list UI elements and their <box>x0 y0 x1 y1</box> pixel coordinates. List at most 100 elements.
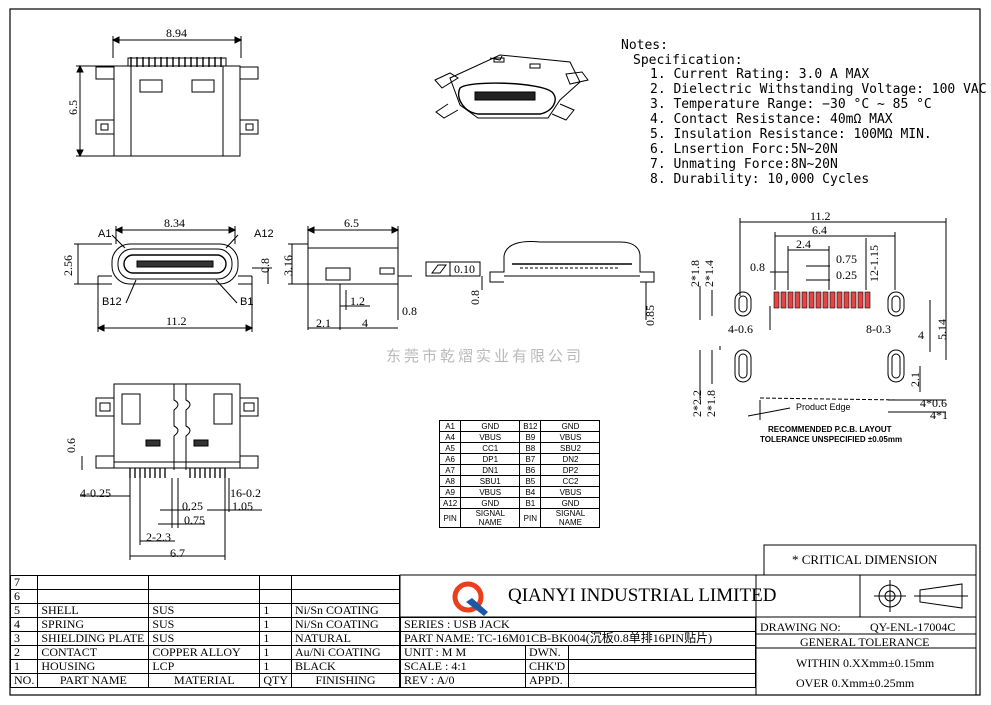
tolerance-line: WITHIN 0.XXmm±0.15mm <box>796 656 935 670</box>
pin-label: B1 <box>240 296 254 308</box>
table-row: SERIES : USB JACK <box>400 617 756 632</box>
dwn-value <box>568 645 756 660</box>
table-cell: SHIELDING PLATE <box>37 631 150 646</box>
table-cell: NATURAL <box>291 631 400 646</box>
bottom-view <box>80 383 262 560</box>
table-header: QTY <box>259 673 293 688</box>
table-cell: 3 <box>9 631 39 646</box>
table-cell: GND <box>540 420 601 432</box>
table-header: PIN <box>519 508 542 528</box>
table-cell: A12 <box>438 497 462 509</box>
spec-item: 8. Durability: 10,000 Cycles <box>650 172 870 187</box>
table-cell: 7 <box>9 575 39 590</box>
scale-field: SCALE : 4:1 <box>400 659 526 674</box>
part-name-field: PART NAME: TC-16M01CB-BK004(沉板0.8单排16PIN… <box>400 631 756 646</box>
table-cell: 5 <box>9 603 39 618</box>
table-cell: B7 <box>519 453 542 465</box>
dim-label: 4*0.6 <box>920 396 947 410</box>
table-cell <box>259 575 293 590</box>
table-cell <box>291 575 400 590</box>
tolerance-line: OVER 0.Xmm±0.25mm <box>796 676 915 690</box>
dim-label: 8.34 <box>164 216 185 230</box>
table-cell: COPPER ALLOY <box>148 645 261 660</box>
dim-label: 0.8 <box>402 304 417 318</box>
table-cell: GND <box>460 497 521 509</box>
table-cell: 6 <box>9 589 39 604</box>
dim-label: 2*2.2 <box>690 390 704 417</box>
table-cell: B12 <box>519 420 542 432</box>
table-header: FINISHING <box>291 673 400 688</box>
dim-label: 0.6 <box>64 438 78 453</box>
pcb-layout-title: RECOMMENDED P.C.B. LAYOUT <box>768 425 892 434</box>
dim-label: 0.8 <box>750 260 765 274</box>
spec-item: 4. Contact Resistance: 40mΩ MAX <box>650 112 893 127</box>
table-cell: 1 <box>9 659 39 674</box>
table-cell: 1 <box>259 617 293 632</box>
logo <box>452 581 488 616</box>
dim-label: 0.25 <box>182 499 203 513</box>
table-cell: A4 <box>438 431 462 443</box>
table-cell: GND <box>540 497 601 509</box>
table-cell: VBUS <box>460 431 521 443</box>
table-header: PART NAME <box>37 673 150 688</box>
dim-label: 0.8 <box>258 258 272 273</box>
dim-label: 0.25 <box>836 268 857 282</box>
drawing-no-value: QY-ENL-17004C <box>870 620 956 634</box>
table-cell: SUS <box>148 631 261 646</box>
pin-label: A1 <box>98 228 112 240</box>
drawing-no-label: DRAWING NO: <box>760 620 841 634</box>
table-row: 7 <box>9 575 400 590</box>
title-block-frame <box>399 544 977 696</box>
pin-label: A12 <box>254 228 274 240</box>
dim-label: 4 <box>362 316 368 330</box>
table-cell: A7 <box>438 464 462 476</box>
table-cell <box>259 589 293 604</box>
notes-subheading: Specification: <box>633 53 743 68</box>
table-cell <box>148 575 261 590</box>
table-cell: DN2 <box>540 453 601 465</box>
top-view <box>76 36 259 158</box>
company-watermark: 东莞市乾熠实业有限公司 <box>386 347 585 365</box>
spec-item: 5. Insulation Resistance: 100MΩ MIN. <box>650 127 932 142</box>
series-field: SERIES : USB JACK <box>400 617 756 632</box>
dim-label: 3.16 <box>281 255 295 276</box>
table-cell <box>291 589 400 604</box>
dim-label: 6.5 <box>66 100 80 115</box>
table-cell: GND <box>460 420 521 432</box>
table-cell: SBU1 <box>460 475 521 487</box>
appd-value <box>568 673 756 688</box>
chkd-value <box>568 659 756 674</box>
pin-label: B12 <box>102 296 122 308</box>
dim-label: 4 <box>918 328 924 342</box>
dim-label: 0.75 <box>184 513 205 527</box>
table-header: SIGNAL NAME <box>460 508 521 528</box>
table-cell: CC1 <box>460 442 521 454</box>
table-cell: A8 <box>438 475 462 487</box>
spec-item: 2. Dielectric Withstanding Voltage: 100 … <box>650 82 987 97</box>
dim-label: 11.2 <box>166 314 187 328</box>
table-cell <box>148 589 261 604</box>
dim-label: 0.10 <box>454 262 475 276</box>
pcb-tolerance-note: TOLERANCE UNSPECIFIED ±0.05mm <box>760 435 903 444</box>
table-cell: VBUS <box>460 486 521 498</box>
dim-label: 2.56 <box>61 255 75 276</box>
table-cell: B1 <box>519 497 542 509</box>
table-cell: CONTACT <box>37 645 150 660</box>
spec-item: 1. Current Rating: 3.0 A MAX <box>650 67 870 82</box>
dim-label: 5.14 <box>935 319 949 340</box>
table-cell: A1 <box>438 420 462 432</box>
dim-label: 11.2 <box>810 209 831 223</box>
